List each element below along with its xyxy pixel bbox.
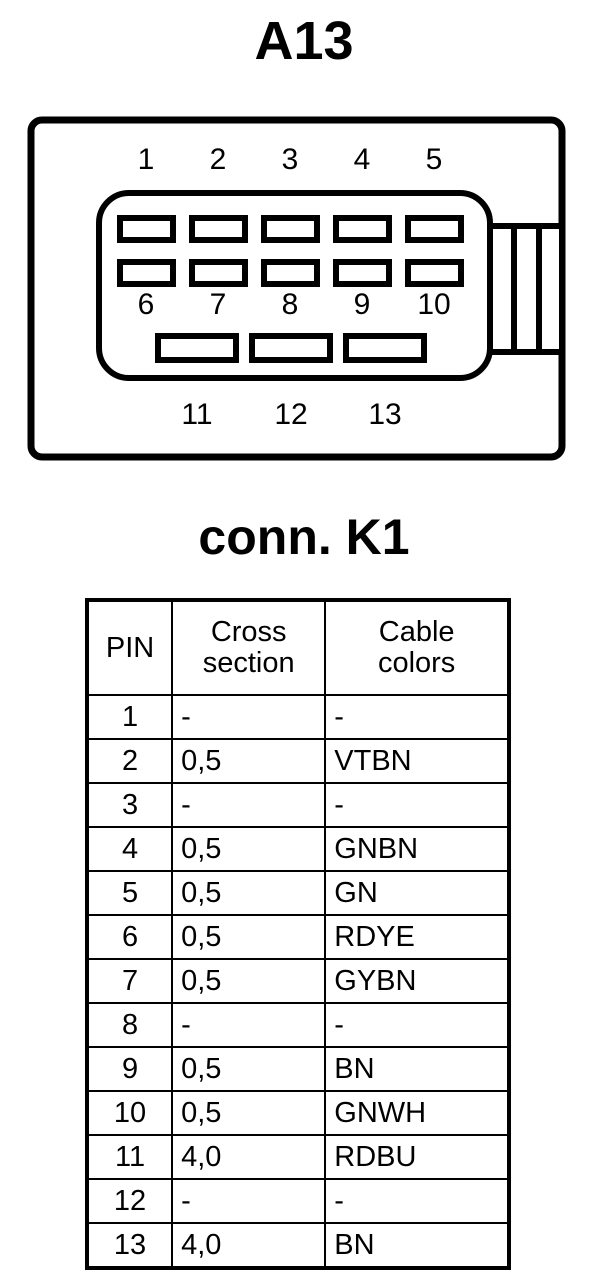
table-row: 12-- xyxy=(85,1178,510,1224)
pin-socket-2 xyxy=(189,215,248,243)
cell-cable-colors: RDYE xyxy=(324,914,510,960)
pin-number-label-8: 8 xyxy=(281,288,299,321)
cell-pin: 11 xyxy=(85,1134,174,1180)
table-row: 1-- xyxy=(85,694,510,740)
pin-number-label-12: 12 xyxy=(274,398,308,431)
pin-socket-3 xyxy=(261,215,320,243)
table-row: 3-- xyxy=(85,782,510,828)
pin-socket-7 xyxy=(189,259,248,287)
pin-socket-8 xyxy=(261,259,320,287)
cell-cable-colors: - xyxy=(324,782,510,828)
column-header-cable-colors-line2: colors xyxy=(377,647,456,679)
pin-number-label-6: 6 xyxy=(137,288,155,321)
cell-pin: 9 xyxy=(85,1046,174,1092)
cell-cable-colors: GN xyxy=(324,870,510,916)
table-row: 8-- xyxy=(85,1002,510,1048)
cell-cross-section: 4,0 xyxy=(171,1134,327,1180)
pin-number-label-10: 10 xyxy=(417,288,451,321)
cell-cable-colors: - xyxy=(324,694,510,740)
pin-socket-5 xyxy=(405,215,464,243)
cell-cross-section: - xyxy=(171,782,327,828)
cell-cable-colors: GNBN xyxy=(324,826,510,872)
connector-id-title: A13 xyxy=(254,11,354,71)
pin-socket-13 xyxy=(343,333,427,363)
column-header-cross-section-line1: Cross xyxy=(210,616,287,648)
cell-cross-section: - xyxy=(171,1178,327,1224)
cell-pin: 2 xyxy=(85,738,174,784)
cell-cross-section: 0,5 xyxy=(171,958,327,1004)
cell-cable-colors: - xyxy=(324,1178,510,1224)
connector-diagram: 1 2 3 4 5 6 7 8 9 10 11 12 13 xyxy=(0,0,608,480)
pin-socket-4 xyxy=(333,215,392,243)
connector-name-title: conn. K1 xyxy=(198,509,410,565)
cell-cross-section: 0,5 xyxy=(171,1046,327,1092)
cell-cross-section: 4,0 xyxy=(171,1222,327,1269)
cell-cable-colors: BN xyxy=(324,1046,510,1092)
column-header-pin: PIN xyxy=(85,599,174,696)
cell-cross-section: - xyxy=(171,694,327,740)
cell-cable-colors: GYBN xyxy=(324,958,510,1004)
column-header-cross-section: Cross section xyxy=(171,599,327,696)
cell-pin: 10 xyxy=(85,1090,174,1136)
cell-cable-colors: RDBU xyxy=(324,1134,510,1180)
cell-pin: 7 xyxy=(85,958,174,1004)
cell-pin: 5 xyxy=(85,870,174,916)
column-header-pin-line1: PIN xyxy=(105,631,155,664)
pin-number-label-2: 2 xyxy=(209,143,227,176)
cell-pin: 1 xyxy=(85,694,174,740)
cell-cross-section: 0,5 xyxy=(171,870,327,916)
cell-pin: 4 xyxy=(85,826,174,872)
pin-number-label-3: 3 xyxy=(281,143,299,176)
pin-socket-11 xyxy=(155,333,239,363)
pin-socket-9 xyxy=(333,259,392,287)
connector-side-tab xyxy=(486,223,565,355)
connector-drawing-svg xyxy=(27,116,566,461)
pin-socket-1 xyxy=(117,215,176,243)
cell-pin: 3 xyxy=(85,782,174,828)
column-header-cable-colors: Cable colors xyxy=(324,599,510,696)
cell-cross-section: 0,5 xyxy=(171,826,327,872)
cell-pin: 6 xyxy=(85,914,174,960)
cell-cable-colors: VTBN xyxy=(324,738,510,784)
column-header-cable-colors-line1: Cable xyxy=(378,616,455,648)
pin-number-label-11: 11 xyxy=(181,398,213,431)
cell-pin: 12 xyxy=(85,1178,174,1224)
cell-cable-colors: GNWH xyxy=(324,1090,510,1136)
table-header-row: PIN Cross section Cable colors xyxy=(85,599,510,696)
pin-number-label-5: 5 xyxy=(425,143,443,176)
cell-pin: 13 xyxy=(85,1222,174,1269)
pin-number-label-4: 4 xyxy=(353,143,371,176)
pin-number-label-7: 7 xyxy=(209,288,227,321)
cell-cross-section: 0,5 xyxy=(171,914,327,960)
pin-socket-10 xyxy=(405,259,464,287)
pin-number-label-9: 9 xyxy=(353,288,371,321)
pin-socket-6 xyxy=(117,259,176,287)
cell-cross-section: 0,5 xyxy=(171,738,327,784)
cell-pin: 8 xyxy=(85,1002,174,1048)
cell-cable-colors: - xyxy=(324,1002,510,1048)
pin-number-label-13: 13 xyxy=(368,398,402,431)
cell-cross-section: 0,5 xyxy=(171,1090,327,1136)
pin-socket-12 xyxy=(249,333,333,363)
cell-cable-colors: BN xyxy=(324,1222,510,1269)
pin-number-label-1: 1 xyxy=(137,143,155,176)
cell-cross-section: - xyxy=(171,1002,327,1048)
column-header-cross-section-line2: section xyxy=(202,647,295,679)
